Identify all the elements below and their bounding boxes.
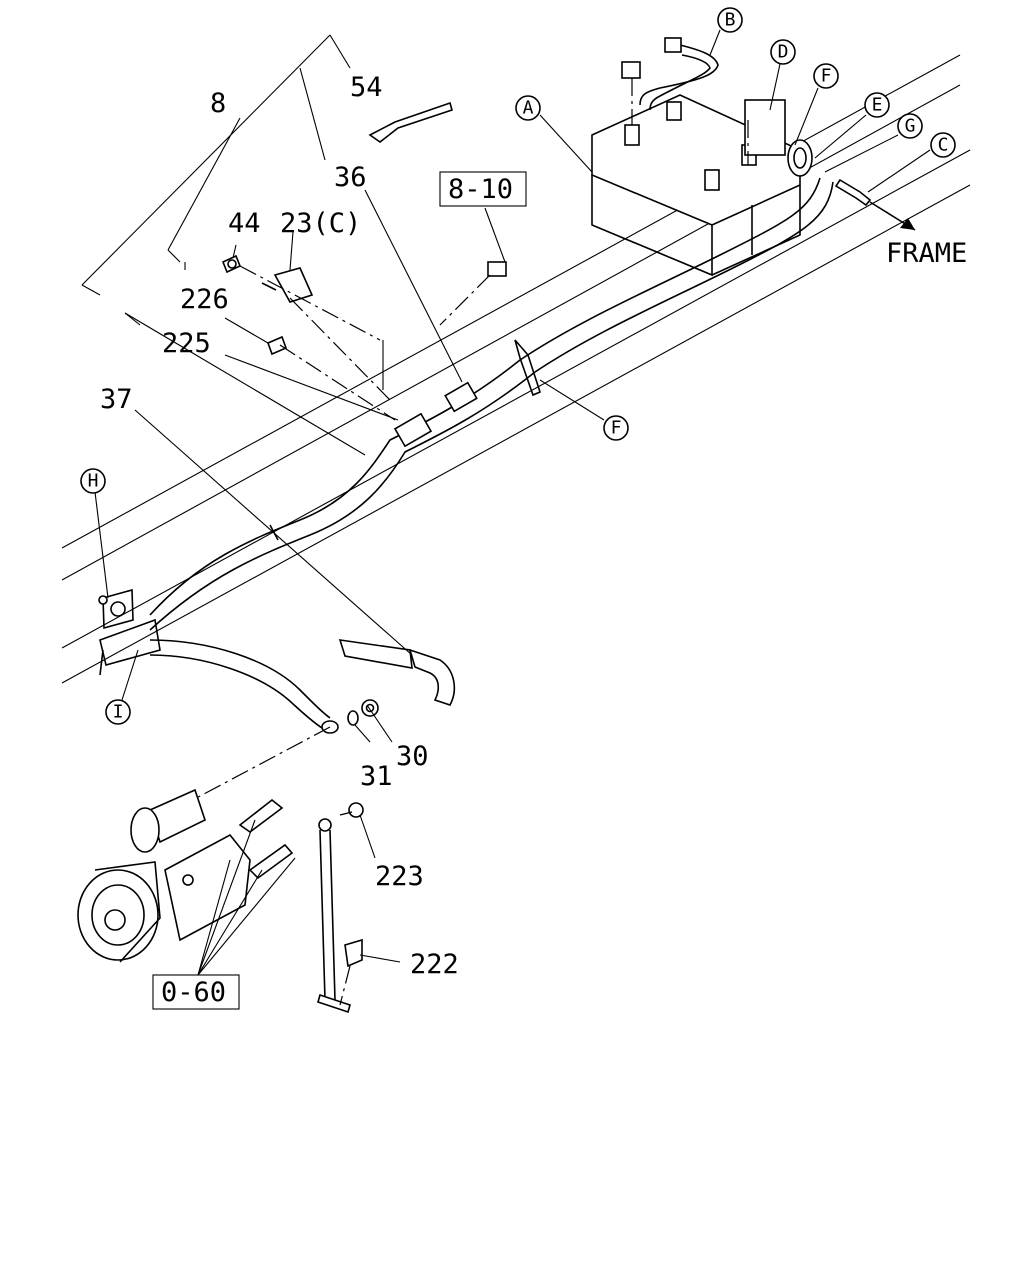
callout-31: 31 <box>360 761 393 792</box>
harness-clips <box>393 261 541 448</box>
battery-cable <box>149 177 834 631</box>
circle-labels: A B D F E G C F H I <box>80 7 956 725</box>
callout-44: 44 <box>228 208 261 239</box>
frame-arrow <box>869 201 916 231</box>
starter-motor <box>77 788 251 963</box>
circle-label-i: I <box>113 702 124 723</box>
callout-numbers: 8 54 36 44 23(C) 226 225 37 30 31 223 22… <box>100 72 967 980</box>
small-hardware <box>221 101 491 421</box>
frame-rails <box>61 54 971 684</box>
terminal-cluster <box>744 99 872 207</box>
circle-label-f-mid: F <box>611 418 622 439</box>
ref-8-10: 8-10 <box>448 174 513 205</box>
jumper-cable <box>621 37 719 125</box>
starter-cable <box>149 639 339 734</box>
callout-54: 54 <box>350 72 383 103</box>
ref-0-60: 0-60 <box>161 977 226 1008</box>
bolts-ground-strap <box>238 798 364 1014</box>
frame-label: FRAME <box>886 238 967 269</box>
callout-23c: 23(C) <box>280 208 361 239</box>
circle-label-b: B <box>725 10 736 31</box>
callout-222: 222 <box>410 949 459 980</box>
circle-label-e: E <box>872 95 883 116</box>
leader-lines <box>81 29 931 976</box>
callout-30: 30 <box>396 741 429 772</box>
circle-label-g: G <box>905 116 916 137</box>
callout-8: 8 <box>210 88 226 119</box>
clamp-37 <box>338 639 456 706</box>
circle-label-f-top: F <box>821 66 832 87</box>
callout-223: 223 <box>375 861 424 892</box>
circle-label-a: A <box>523 98 534 119</box>
reference-boxes: 8-10 0-60 <box>152 171 527 1010</box>
callout-37: 37 <box>100 384 133 415</box>
callout-225: 225 <box>162 328 211 359</box>
callout-226: 226 <box>180 284 229 315</box>
junction-bracket <box>98 588 161 676</box>
circle-label-d: D <box>778 42 789 63</box>
callout-36: 36 <box>334 162 367 193</box>
circle-label-h: H <box>88 471 99 492</box>
circle-label-c: C <box>938 135 949 156</box>
